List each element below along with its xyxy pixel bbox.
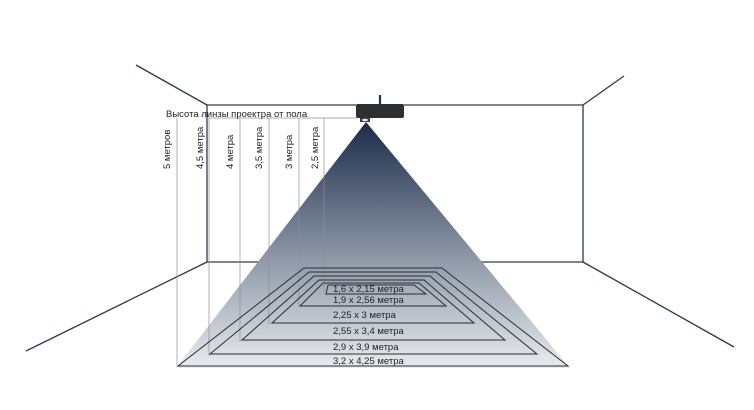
frame-5 [208, 271, 539, 355]
frame-6 [176, 267, 570, 367]
size-label-2: 1,9 x 2,56 метра [333, 295, 404, 306]
frame-2 [298, 282, 448, 307]
size-label-1: 1,6 x 2,15 метра [333, 284, 404, 295]
height-label-3-5m: 3,5 метра [254, 126, 265, 169]
height-label-4-5m: 4,5 метра [195, 126, 206, 169]
floor-right-edge [582, 261, 735, 348]
height-label-4m: 4 метра [225, 134, 236, 169]
height-label-3m: 3 метра [284, 134, 295, 169]
height-label-2-5m: 2,5 метра [310, 126, 321, 169]
height-guides [176, 117, 358, 366]
projector-icon [356, 95, 404, 122]
size-label-3: 2,25 x 3 метра [333, 310, 397, 321]
height-label-5m: 5 метров [162, 130, 173, 169]
lens-height-heading: Высота линзы проектра от пола [166, 109, 308, 120]
screen-size-frames [176, 267, 570, 367]
size-label-6: 3,2 x 4,25 метра [333, 356, 404, 367]
floor-left-edge [25, 261, 208, 352]
frame-4 [240, 275, 507, 341]
size-label-4: 2,55 x 3,4 метра [333, 326, 404, 337]
ceiling-left-edge [135, 64, 208, 106]
frame-3 [270, 279, 476, 324]
ceiling-right-edge [582, 75, 625, 106]
size-label-5: 2,9 x 3,9 метра [333, 342, 399, 353]
projection-beam [176, 122, 570, 368]
frame-1 [325, 284, 428, 295]
